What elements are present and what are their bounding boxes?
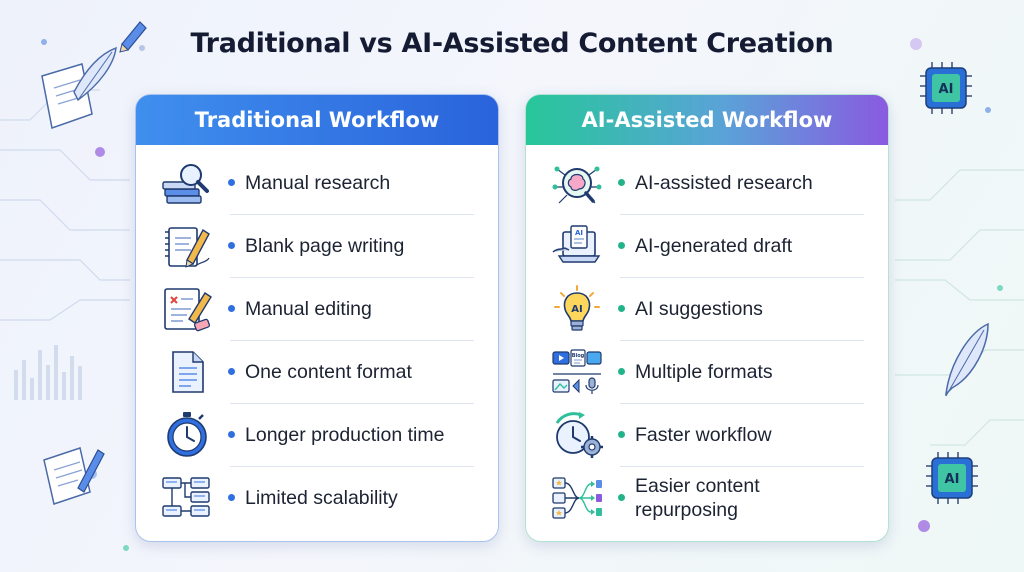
ai-panel-header: AI-Assisted Workflow	[526, 95, 888, 145]
stopwatch-icon	[158, 410, 216, 460]
ai-laptop-draft-icon: AI	[548, 221, 606, 271]
bullet	[228, 242, 235, 249]
list-item: Blog Multiple formats	[548, 340, 864, 403]
multi-format-icon: Blog	[548, 347, 606, 397]
list-item: AI AI-generated draft	[548, 214, 864, 277]
item-label: Blank page writing	[245, 234, 405, 257]
books-magnifier-icon	[158, 158, 216, 208]
flowchart-icon	[158, 473, 216, 523]
bullet	[228, 305, 235, 312]
traditional-workflow-panel: Traditional Workflow Manual research	[135, 94, 499, 542]
bullet	[228, 179, 235, 186]
quill-paper-icon	[41, 46, 117, 129]
bullet	[228, 494, 235, 501]
ai-brain-magnifier-icon	[548, 158, 606, 208]
item-label: Easier content repurposing	[635, 474, 760, 521]
ai-lightbulb-icon: AI	[548, 284, 606, 334]
bullet	[618, 242, 625, 249]
bullet	[618, 305, 625, 312]
item-label: Limited scalability	[245, 486, 398, 509]
traditional-panel-header: Traditional Workflow	[136, 95, 498, 145]
ai-chip-decor-icon: AI	[926, 452, 978, 504]
item-label: Longer production time	[245, 423, 445, 446]
list-item: Limited scalability	[158, 466, 474, 529]
svg-text:AI: AI	[939, 82, 954, 97]
svg-text:AI: AI	[571, 304, 582, 315]
svg-text:AI: AI	[945, 472, 960, 487]
list-item: AI AI suggestions	[548, 277, 864, 340]
bullet	[618, 179, 625, 186]
item-label: AI-generated draft	[635, 234, 793, 257]
bullet	[228, 368, 235, 375]
single-document-icon	[158, 347, 216, 397]
item-label: Manual research	[245, 171, 391, 194]
item-label: Multiple formats	[635, 360, 773, 383]
item-label: Faster workflow	[635, 423, 772, 446]
page-title: Traditional vs AI-Assisted Content Creat…	[190, 28, 834, 59]
feather-decor-icon	[944, 322, 989, 397]
list-item: Manual editing	[158, 277, 474, 340]
ai-workflow-panel: AI-Assisted Workflow	[525, 94, 889, 542]
item-label: One content format	[245, 360, 412, 383]
list-item: Longer production time	[158, 403, 474, 466]
document-edit-icon	[158, 284, 216, 334]
svg-text:AI: AI	[575, 229, 583, 237]
bullet	[618, 494, 625, 501]
list-item: One content format	[158, 340, 474, 403]
notepad-pencil-icon	[158, 221, 216, 271]
ai-chip-decor-icon: AI	[920, 62, 972, 114]
list-item: AI-assisted research	[548, 151, 864, 214]
repurpose-flow-icon	[548, 473, 606, 523]
list-item: Manual research	[158, 151, 474, 214]
bullet	[618, 368, 625, 375]
bullet	[228, 431, 235, 438]
list-item: Faster workflow	[548, 403, 864, 466]
item-label: AI-assisted research	[635, 171, 813, 194]
bullet	[618, 431, 625, 438]
svg-text:Blog: Blog	[572, 353, 585, 359]
item-label: AI suggestions	[635, 297, 763, 320]
list-item: Easier content repurposing	[548, 466, 864, 529]
notepad-decor-icon	[43, 447, 105, 505]
item-label: Manual editing	[245, 297, 372, 320]
list-item: Blank page writing	[158, 214, 474, 277]
fast-clock-gear-icon	[548, 410, 606, 460]
pencil-decor-icon	[119, 21, 147, 53]
